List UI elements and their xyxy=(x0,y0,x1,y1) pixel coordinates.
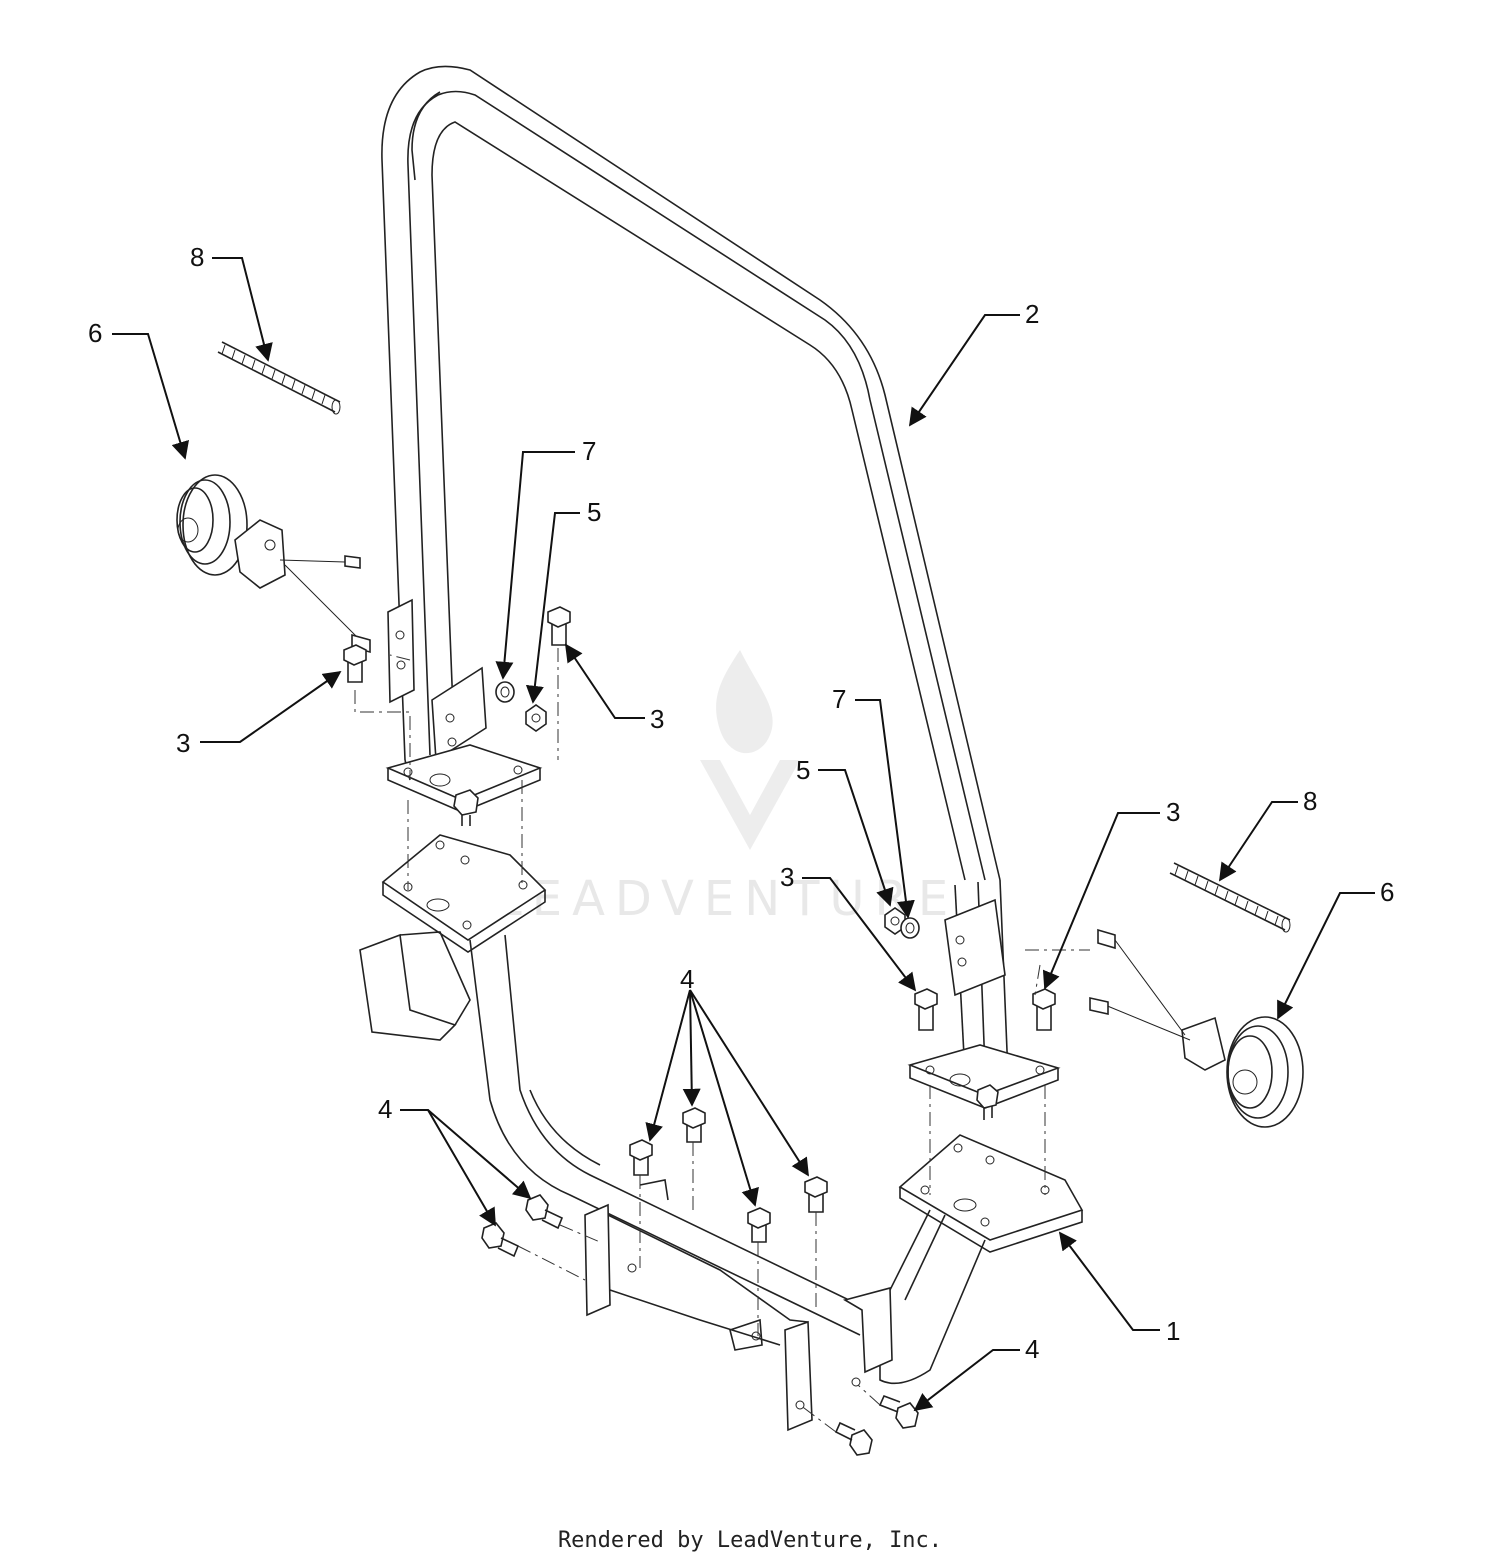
callout-4-top: 4 xyxy=(680,964,694,994)
bolt-4-side-a xyxy=(525,1194,564,1230)
bolt-3-left-a xyxy=(343,644,367,683)
spring-right-part-8 xyxy=(1169,862,1291,933)
callout-7-right: 7 xyxy=(832,684,846,714)
right-upright-assembly xyxy=(907,898,1061,1120)
watermark-logo: LEADVENTURE xyxy=(495,650,958,927)
washer-7-left xyxy=(495,681,515,703)
callout-3-left-a: 3 xyxy=(176,728,190,758)
bolt-4-top-d xyxy=(804,1176,828,1213)
bolt-4-side-b xyxy=(481,1222,520,1258)
bolt-4-top-c xyxy=(747,1207,771,1243)
callout-8-left: 8 xyxy=(190,242,204,272)
callout-5-left: 5 xyxy=(587,497,601,527)
callout-5-right: 5 xyxy=(796,755,810,785)
callout-7-left: 7 xyxy=(582,436,596,466)
horn-right-part-6 xyxy=(1089,928,1304,1128)
callout-6-left: 6 xyxy=(88,318,102,348)
bolt-3-left-b xyxy=(547,606,571,646)
footer-credit: Rendered by LeadVenture, Inc. xyxy=(557,1528,943,1553)
callout-8-right: 8 xyxy=(1303,786,1317,816)
callout-3-right-a: 3 xyxy=(780,862,794,892)
callout-4-left: 4 xyxy=(378,1094,392,1124)
nut-5-left xyxy=(525,704,547,732)
bolt-4-front-b xyxy=(834,1421,873,1456)
bolt-4-top-b xyxy=(682,1107,706,1143)
bolt-4-front-a xyxy=(878,1394,919,1429)
bolt-3-right-a xyxy=(914,988,938,1031)
callout-1: 1 xyxy=(1166,1316,1180,1346)
frame-part-1 xyxy=(359,834,1084,1432)
spring-left-part-8 xyxy=(217,341,341,415)
callout-4-front: 4 xyxy=(1025,1334,1039,1364)
callout-leaders xyxy=(112,257,1375,1412)
callout-6-right: 6 xyxy=(1380,877,1394,907)
bolt-4-top-a xyxy=(629,1139,653,1176)
callout-2: 2 xyxy=(1025,299,1039,329)
callout-3-left-b: 3 xyxy=(650,704,664,734)
assembly-center-lines xyxy=(354,648,1090,1433)
horn-left-part-6 xyxy=(176,474,371,654)
left-upright-assembly xyxy=(385,598,543,826)
callout-3-right-b: 3 xyxy=(1166,797,1180,827)
watermark-text: LEADVENTURE xyxy=(495,871,958,927)
bolt-3-right-b xyxy=(1032,988,1056,1031)
washer-7-right xyxy=(900,917,920,939)
